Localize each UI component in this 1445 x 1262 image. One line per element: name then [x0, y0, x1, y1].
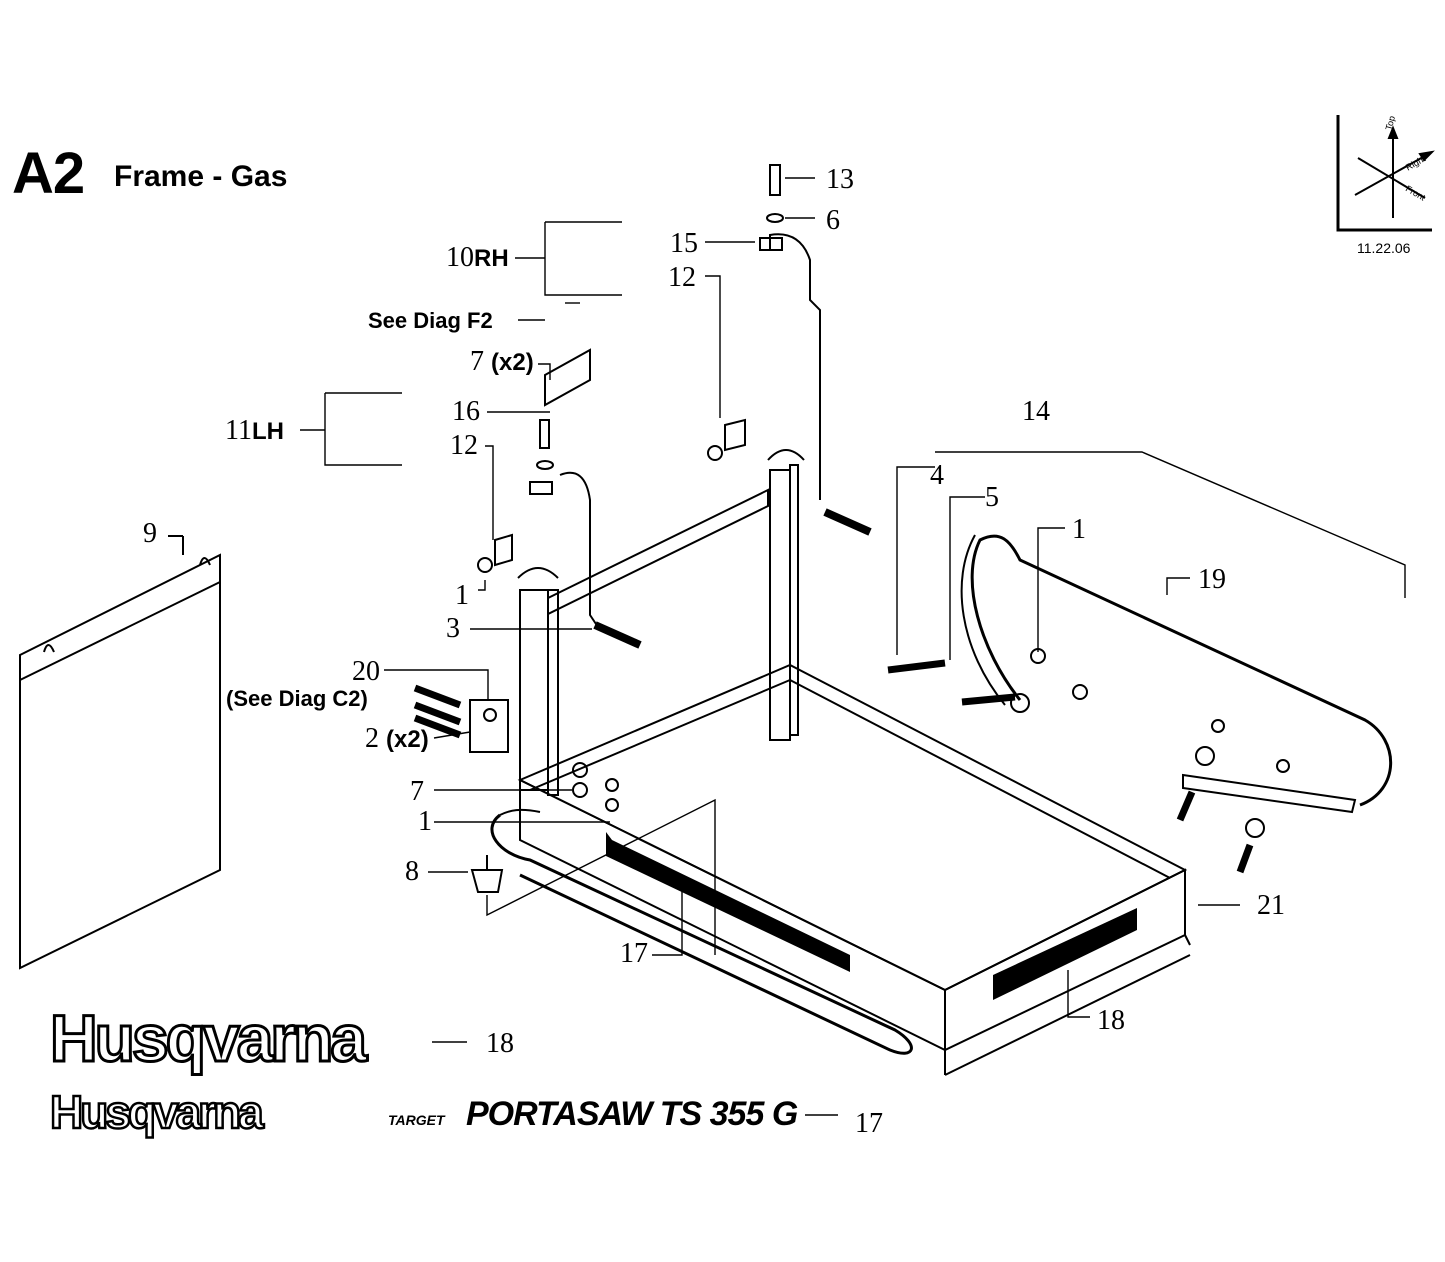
callout-19: 19 [1198, 564, 1226, 595]
brackets [494, 233, 821, 631]
bolts [413, 164, 872, 893]
callout-12-top: 12 [668, 262, 696, 293]
husqvarna-logo-small: Husqvarna [49, 1085, 265, 1140]
callout-2-x2: 2 (x2) [365, 725, 429, 753]
callout-4: 4 [930, 460, 944, 491]
revision-date: 11.22.06 [1357, 240, 1411, 256]
callout-2-number: 2 [365, 723, 379, 754]
callout-7: 7 [410, 776, 424, 807]
callout-21: 21 [1257, 890, 1285, 921]
callout-14: 14 [1022, 396, 1050, 427]
leader-lines [300, 177, 1406, 1116]
callout-17-decal: 17 [855, 1108, 883, 1139]
callout-18-right: 18 [1097, 1005, 1125, 1036]
callout-5: 5 [985, 482, 999, 513]
callout-10-number: 10 [446, 242, 474, 273]
see-diag-c2: (See Diag C2) [226, 686, 368, 711]
callout-7-suffix: (x2) [491, 349, 534, 376]
callout-15: 15 [670, 228, 698, 259]
callout-16: 16 [452, 396, 480, 427]
decal-strips [606, 832, 1137, 1000]
decal-model-label: PORTASAW TS 355 G [466, 1095, 798, 1133]
callout-13: 13 [826, 164, 854, 195]
decal-target-label: TARGET [388, 1112, 445, 1128]
callout-2-suffix: (x2) [386, 726, 429, 753]
callout-1-right: 1 [1072, 514, 1086, 545]
page-title: Frame - Gas [114, 160, 288, 193]
callout-11-number: 11 [225, 415, 252, 446]
callout-8: 8 [405, 856, 419, 887]
tray-part-21 [490, 663, 1191, 1076]
callout-3: 3 [446, 613, 460, 644]
callout-7-x2: 7 (x2) [470, 348, 534, 376]
handle-part-19 [887, 534, 1393, 874]
callout-20: 20 [352, 656, 380, 687]
page-code: A2 [12, 141, 85, 206]
callout-18-logo: 18 [486, 1028, 514, 1059]
callout-11-suffix: LH [251, 418, 284, 445]
callout-7-number: 7 [470, 346, 484, 377]
callout-10-suffix: RH [474, 245, 509, 272]
callout-1-left: 1 [455, 580, 469, 611]
callout-6: 6 [826, 205, 840, 236]
callout-11lh: 11LH [225, 417, 284, 445]
callout-9: 9 [143, 518, 157, 549]
callout-17-mid: 17 [620, 938, 648, 969]
see-diag-f2: See Diag F2 [368, 308, 493, 333]
callout-10rh: 10RH [446, 244, 509, 272]
orientation-indicator [1336, 115, 1435, 232]
panel-part-9 [19, 535, 221, 970]
callout-12-left: 12 [450, 430, 478, 461]
callout-1-bottom: 1 [418, 806, 432, 837]
husqvarna-logo-large: Husqvarna [48, 1000, 368, 1077]
uprights [517, 449, 805, 796]
